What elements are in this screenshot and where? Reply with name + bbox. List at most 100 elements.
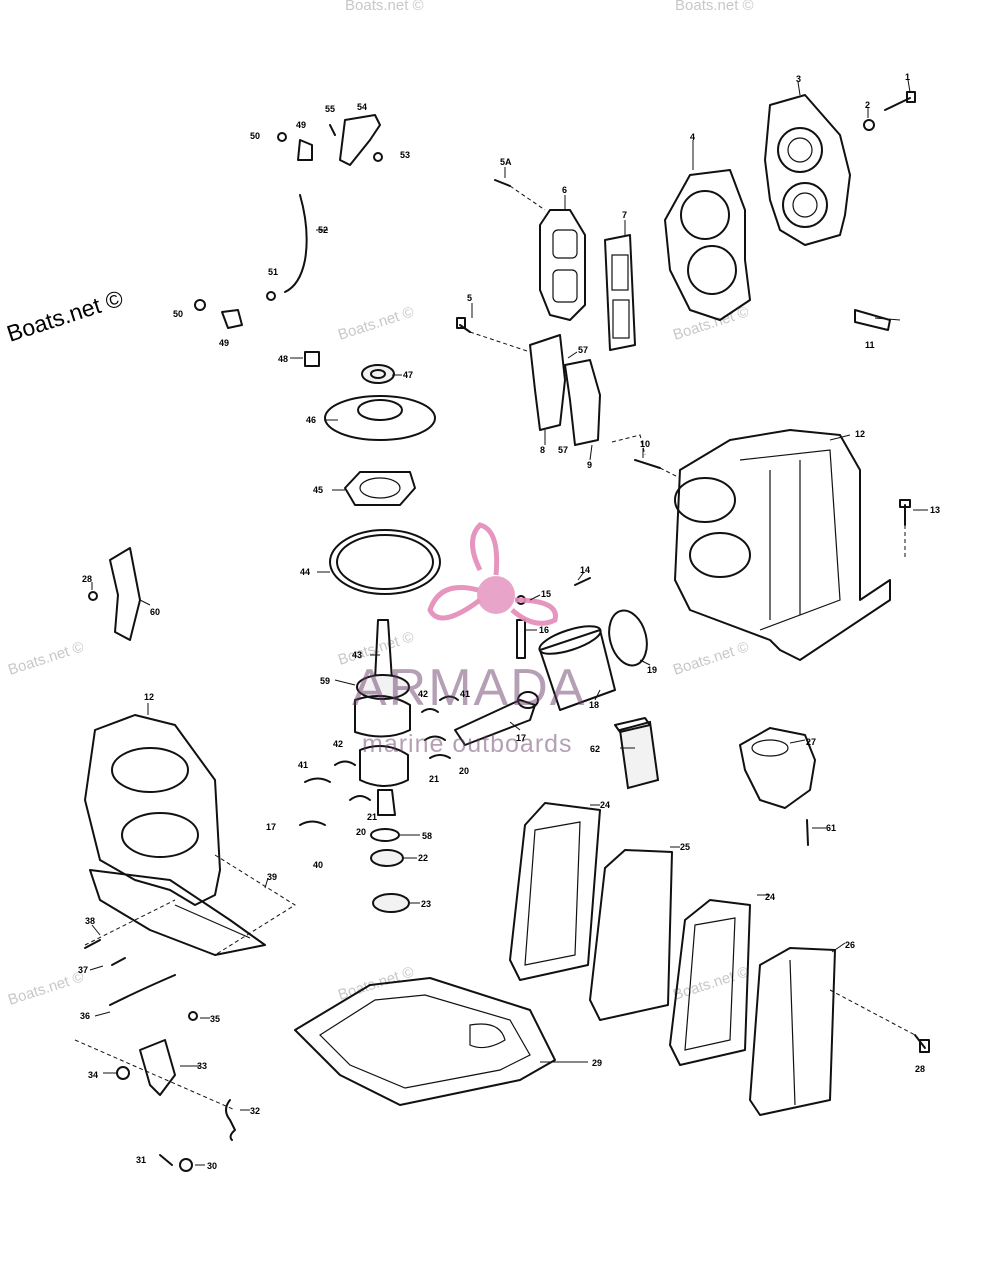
- callout-number: 11: [865, 340, 875, 350]
- callout-number: 25: [680, 842, 690, 852]
- callout-number: 54: [357, 102, 367, 112]
- callout-number: 24: [600, 800, 610, 810]
- logo-subtitle: marine outboards: [362, 730, 573, 758]
- watermark: Boats.net ©: [345, 0, 424, 14]
- watermark: Boats.net ©: [336, 303, 416, 343]
- callout-number: 44: [300, 567, 310, 577]
- callout-number: 14: [580, 565, 590, 575]
- base-gasket: [294, 977, 556, 1106]
- callout-number: 8: [540, 445, 545, 455]
- callout-number: 20: [459, 766, 469, 776]
- watermark: Boats.net ©: [671, 303, 751, 343]
- callout-number: 22: [418, 853, 428, 863]
- armada-logo: ARMADA marine outboards: [352, 522, 586, 758]
- callout-number: 50: [250, 131, 260, 141]
- callout-number: 55: [325, 104, 335, 114]
- callout-number: 27: [806, 737, 816, 747]
- callout-number: 31: [136, 1155, 146, 1165]
- callout-number: 30: [207, 1161, 217, 1171]
- reed-block: [614, 717, 660, 790]
- callout-number: 51: [268, 267, 278, 277]
- callout-labels: 1 2 3 4 5 5A 6 7 8 9 10 11 12 12 13 14 1…: [78, 72, 940, 1171]
- callout-number: 13: [930, 505, 940, 515]
- callout-number: 41: [298, 760, 308, 770]
- callout-number: 5: [467, 293, 472, 303]
- callout-number: 28: [82, 574, 92, 584]
- callout-number: 3: [796, 74, 801, 84]
- crankshaft-stack: [304, 351, 441, 595]
- callout-number: 21: [429, 774, 439, 784]
- callout-number: 32: [250, 1106, 260, 1116]
- callout-number: 42: [418, 689, 428, 699]
- head-gasket: [664, 169, 751, 321]
- callout-number: 41: [460, 689, 470, 699]
- callout-number: 53: [400, 150, 410, 160]
- callout-number: 61: [826, 823, 836, 833]
- callout-number: 23: [421, 899, 431, 909]
- cover-plate: [749, 947, 930, 1116]
- throttle-linkage: [194, 114, 383, 329]
- exhaust-cover: [529, 334, 601, 446]
- callout-number: 24: [765, 892, 775, 902]
- callout-number: 62: [590, 744, 600, 754]
- small-parts: [74, 939, 236, 1172]
- callout-number: 40: [313, 860, 323, 870]
- callout-number: 28: [915, 1064, 925, 1074]
- port-gasket: [604, 234, 636, 351]
- callout-number: 29: [592, 1058, 602, 1068]
- callout-number: 33: [197, 1061, 207, 1071]
- callout-number: 2: [865, 100, 870, 110]
- transfer-port-cover: [539, 209, 586, 321]
- watermark: Boats.net ©: [6, 968, 86, 1008]
- watermark-primary: Boats.net ©: [4, 285, 127, 347]
- callout-number: 60: [150, 607, 160, 617]
- callout-number: 34: [88, 1070, 98, 1080]
- piston-assembly: [454, 577, 648, 746]
- callout-number: 21: [367, 812, 377, 822]
- crankcase: [84, 714, 266, 956]
- callout-number: 35: [210, 1014, 220, 1024]
- callout-number: 12: [144, 692, 154, 702]
- callout-number: 18: [589, 700, 599, 710]
- logo-title: ARMADA: [352, 659, 586, 717]
- cylinder-block: [674, 429, 891, 661]
- callout-number: 16: [539, 625, 549, 635]
- callout-number: 20: [356, 827, 366, 837]
- watermark: Boats.net ©: [671, 963, 751, 1003]
- callout-number: 39: [267, 872, 277, 882]
- baffle: [739, 727, 816, 846]
- callout-number: 12: [855, 429, 865, 439]
- crankshaft: [354, 619, 411, 913]
- cover-plate: [589, 849, 673, 1021]
- callout-number: 10: [640, 439, 650, 449]
- callout-number: 49: [296, 120, 306, 130]
- callout-number: 9: [587, 460, 592, 470]
- bracket: [88, 547, 141, 641]
- gasket-plate: [669, 899, 751, 1066]
- screw: [456, 179, 681, 479]
- callout-number: 36: [80, 1011, 90, 1021]
- watermark: Boats.net ©: [671, 638, 751, 678]
- watermark: Boats.net ©: [675, 0, 754, 14]
- callout-number: 58: [422, 831, 432, 841]
- callout-number: 57: [558, 445, 568, 455]
- callout-number: 47: [403, 370, 413, 380]
- callout-number: 15: [541, 589, 551, 599]
- callout-number: 59: [320, 676, 330, 686]
- callout-number: 19: [647, 665, 657, 675]
- callout-number: 50: [173, 309, 183, 319]
- callout-number: 26: [845, 940, 855, 950]
- callout-number: 17: [516, 733, 526, 743]
- callout-number: 42: [333, 739, 343, 749]
- callout-number: 38: [85, 916, 95, 926]
- bolt: [863, 91, 916, 131]
- needle-bearing: [299, 695, 459, 826]
- callout-number: 5A: [500, 157, 512, 167]
- callout-number: 52: [318, 225, 328, 235]
- callout-number: 4: [690, 132, 695, 142]
- callout-number: 37: [78, 965, 88, 975]
- gasket-plate: [509, 802, 601, 981]
- watermark: Boats.net ©: [6, 638, 86, 678]
- cylinder-head-cover: [764, 94, 851, 246]
